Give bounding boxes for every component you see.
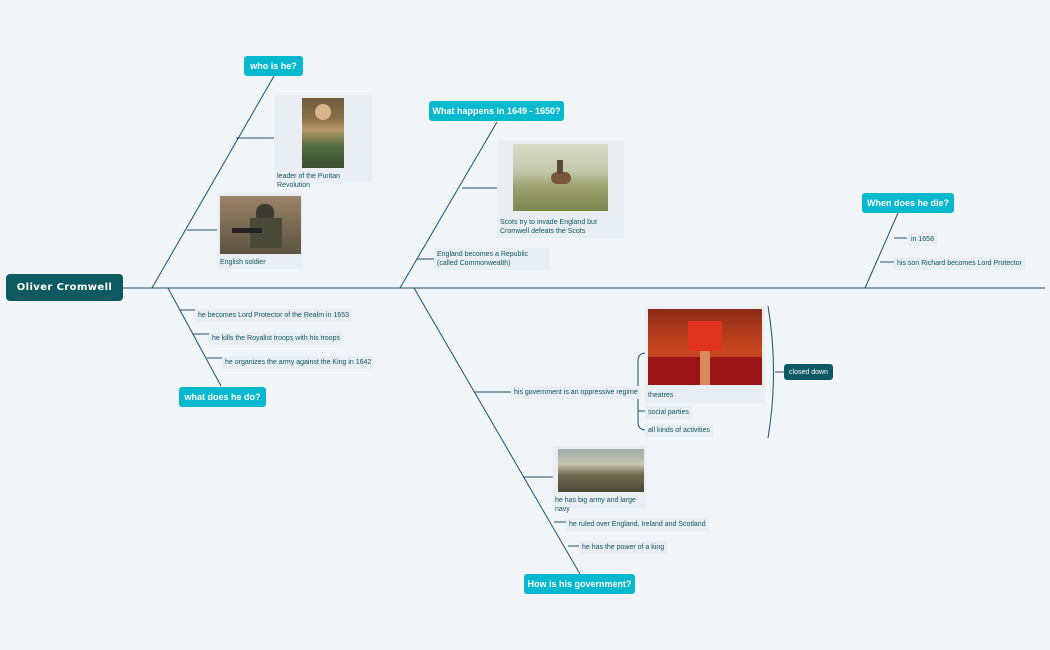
army-caption: he has big army and large navy <box>555 497 636 513</box>
topic-what-does-he-do[interactable]: what does he do? <box>179 387 266 407</box>
summary-closed-down[interactable]: closed down <box>784 364 833 380</box>
card-theatres[interactable]: theatres <box>645 306 765 403</box>
item-oppressive-regime[interactable]: his government is an oppressive regime <box>511 386 641 399</box>
soldier-caption: English soldier <box>220 259 266 266</box>
theatres-caption: theatres <box>648 392 674 399</box>
central-topic[interactable]: Oliver Cromwell <box>6 274 123 301</box>
scots-caption: Scots try to invade England but Cromwell… <box>500 219 597 235</box>
card-soldier[interactable]: English soldier <box>217 193 303 269</box>
item-lord-protector[interactable]: he becomes Lord Protector of the Realm i… <box>195 309 352 322</box>
soldier-photo-image <box>220 196 301 254</box>
topic-when-die[interactable]: When does he die? <box>862 193 954 213</box>
card-scots[interactable]: Scots try to invade England but Cromwell… <box>497 141 624 238</box>
topic-who-is-he[interactable]: who is he? <box>244 56 303 76</box>
item-social-parties[interactable]: social parties <box>645 406 692 419</box>
topic-government[interactable]: How is his government? <box>524 574 635 594</box>
card-army[interactable]: he has big army and large navy <box>553 446 647 513</box>
item-kills-royalists[interactable]: he kills the Royalist troops with his tr… <box>209 332 343 345</box>
item-son-richard[interactable]: his son Richard becomes Lord Protector <box>894 257 1025 270</box>
leader-caption: leader of the Puritan Revolution <box>277 173 341 189</box>
topic-what-happens[interactable]: What happens in 1649 - 1650? <box>429 101 564 121</box>
item-republic[interactable]: England becomes a Republic (called Commo… <box>434 248 550 270</box>
theatre-interior-image <box>648 309 762 385</box>
item-ruled-over[interactable]: he ruled over England, Ireland and Scotl… <box>566 518 709 531</box>
item-power-of-king[interactable]: he has the power of a king <box>579 541 668 554</box>
card-leader[interactable]: leader of the Puritan Revolution <box>274 95 372 189</box>
fleet-painting-image <box>558 449 644 492</box>
item-organizes-army[interactable]: he organizes the army against the King i… <box>222 356 375 369</box>
item-all-activities[interactable]: all kinds of activities <box>645 424 713 437</box>
cromwell-portrait-image <box>302 98 344 168</box>
item-in-1658[interactable]: in 1658 <box>908 233 937 246</box>
battle-painting-image <box>513 144 608 211</box>
